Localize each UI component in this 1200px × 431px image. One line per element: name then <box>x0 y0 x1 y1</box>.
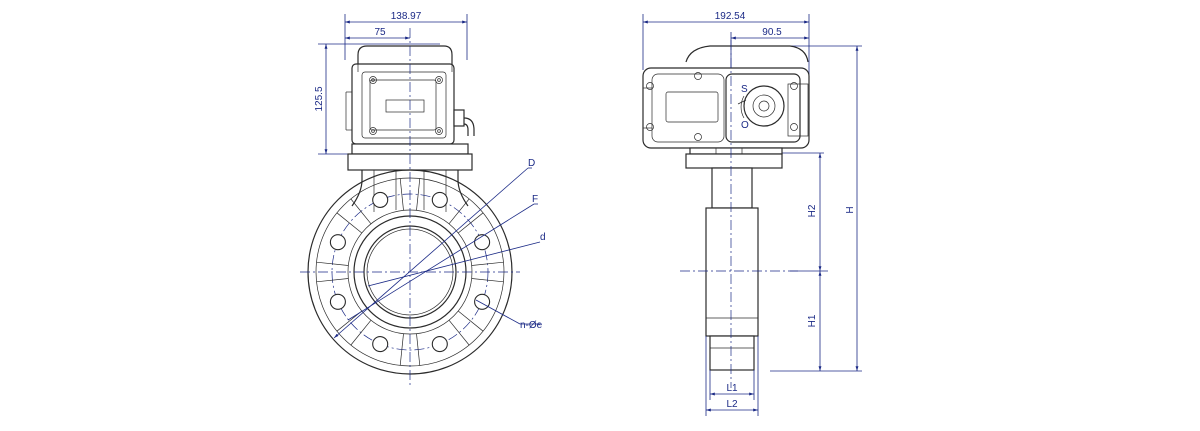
bolt-hole <box>372 191 389 208</box>
bolt-hole <box>431 336 448 353</box>
bolt-hole <box>474 293 491 310</box>
label-L1: L1 <box>726 383 738 394</box>
flange-rib <box>350 319 372 346</box>
side-dim-half-width-text: 90.5 <box>762 27 782 38</box>
flange-rib <box>316 278 349 283</box>
flange-rib <box>448 319 470 346</box>
dial-label-top: S <box>741 84 748 95</box>
label-d: d <box>540 232 546 243</box>
side-dim-H2: H2 <box>780 152 828 272</box>
bolt-hole <box>329 234 346 251</box>
flange-rib <box>416 178 421 211</box>
front-dim-overall-width-text: 138.97 <box>391 11 422 22</box>
side-actuator: S O <box>642 45 810 169</box>
flange-rib <box>457 212 484 234</box>
flange-rib <box>399 178 404 211</box>
front-dim-overall-width: 138.97 <box>344 11 468 60</box>
side-dim-overall-width-text: 192.54 <box>715 11 746 22</box>
side-dim-H: H <box>770 45 862 372</box>
flange-rib <box>471 278 504 283</box>
label-H1: H1 <box>807 314 818 327</box>
flange-rib <box>416 333 421 366</box>
front-view: 138.97 75 125.5 <box>300 11 546 385</box>
side-dim-overall-width: 192.54 <box>642 11 810 80</box>
label-D: D <box>528 158 535 169</box>
flange-rib <box>350 198 372 225</box>
flange-rib <box>316 261 349 266</box>
side-valve-neck <box>705 167 759 371</box>
front-dim-half-width: 75 <box>345 27 410 40</box>
flange-rib <box>457 310 484 332</box>
bolt-hole <box>372 336 389 353</box>
label-F: F <box>532 194 538 205</box>
bolt-hole <box>329 293 346 310</box>
bolt-hole <box>474 234 491 251</box>
bolt-hole <box>431 191 448 208</box>
front-dim-half-width-text: 75 <box>374 27 386 38</box>
side-dim-L: L1 L2 <box>705 336 759 416</box>
label-H2: H2 <box>807 204 818 217</box>
flange-rib <box>399 333 404 366</box>
dial-label-bottom: O <box>741 120 749 131</box>
flange-ribs <box>316 178 504 366</box>
label-L2: L2 <box>726 399 738 410</box>
flange-rib <box>336 212 363 234</box>
label-bolt-holes: n-Øe <box>520 320 543 331</box>
front-leaders: D F d n-Øe <box>333 158 546 339</box>
side-view: 192.54 90.5 H H2 H1 <box>642 11 862 416</box>
flange-rib <box>471 261 504 266</box>
front-dim-actuator-height-text: 125.5 <box>314 86 325 111</box>
flange-rib <box>448 198 470 225</box>
side-dim-H1: H1 <box>807 271 822 371</box>
label-H: H <box>845 206 856 213</box>
front-dim-actuator-height: 125.5 <box>314 43 440 155</box>
